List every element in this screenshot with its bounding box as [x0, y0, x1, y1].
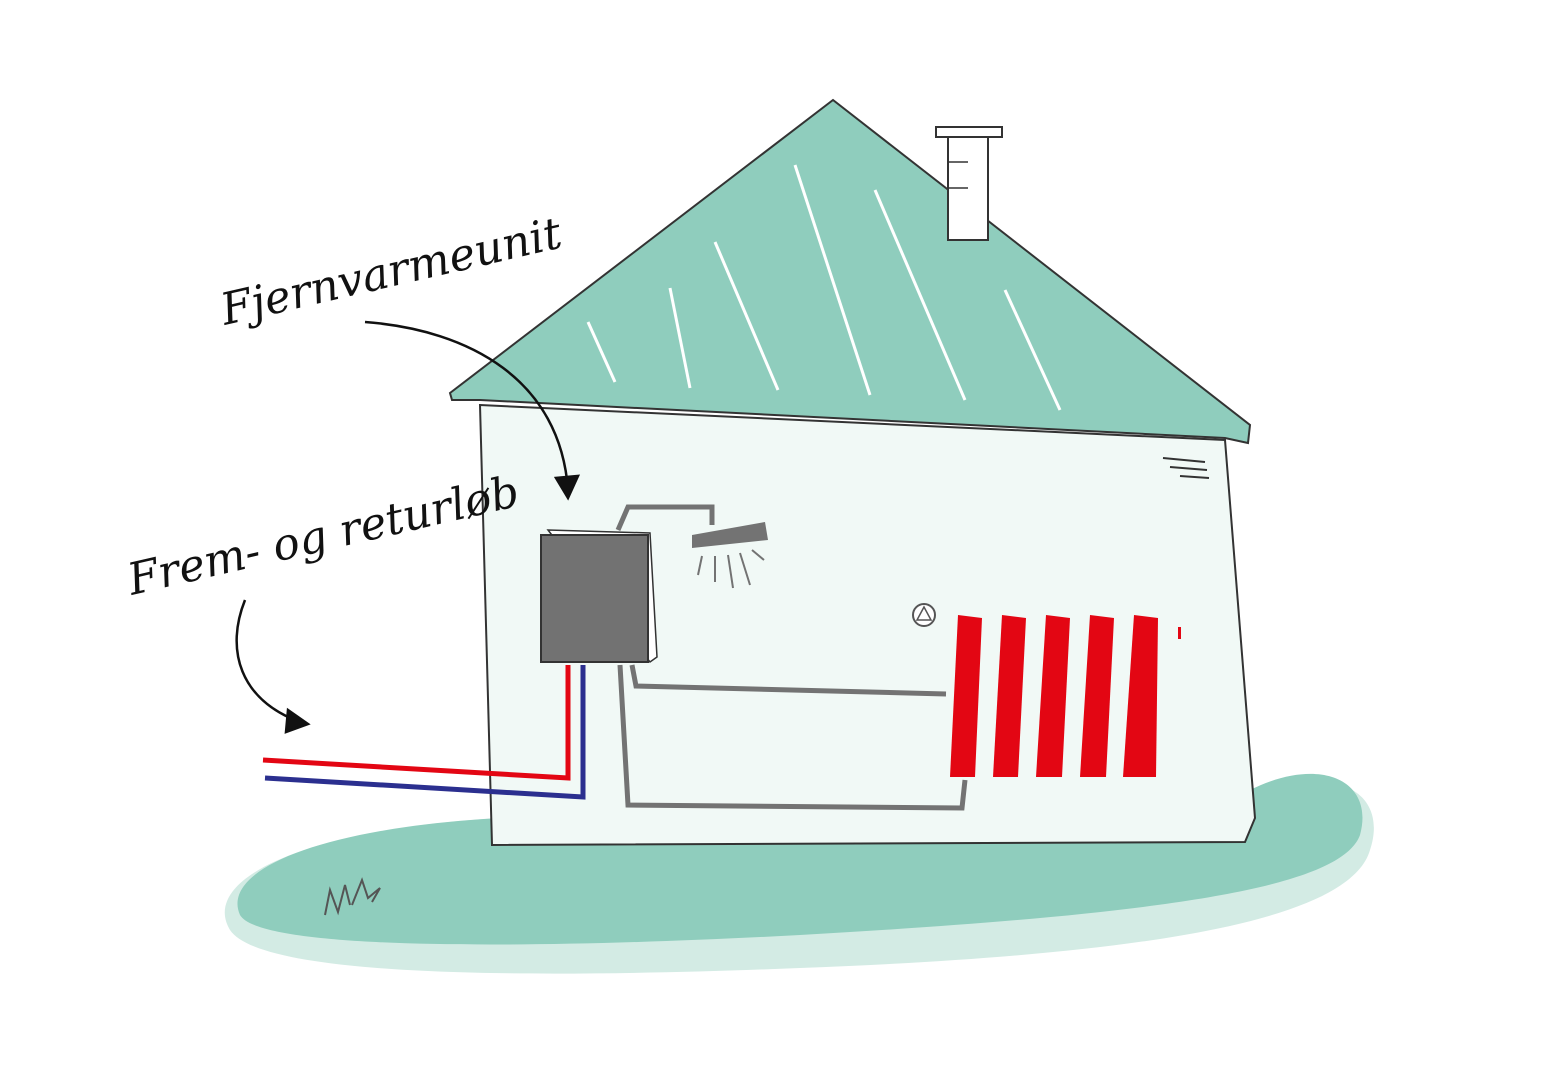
arrow-icon: [364, 320, 581, 501]
roof: [448, 98, 1252, 445]
grass-icon: [324, 877, 381, 916]
shower-icon: [692, 522, 768, 589]
heating-pipes: [615, 504, 968, 811]
district-heating-unit: [540, 529, 658, 664]
arrow-icon: [235, 599, 311, 734]
return-pipe: [264, 665, 586, 800]
radiator: [950, 615, 1181, 777]
chimney: [935, 126, 1003, 241]
unit-label: Fjernvarmeunit: [215, 208, 567, 336]
supply-pipe: [262, 665, 571, 781]
thermostat-icon: [912, 603, 936, 627]
pipes-label: Frem- og returløb: [122, 466, 524, 606]
vent-icon: [1162, 457, 1210, 479]
